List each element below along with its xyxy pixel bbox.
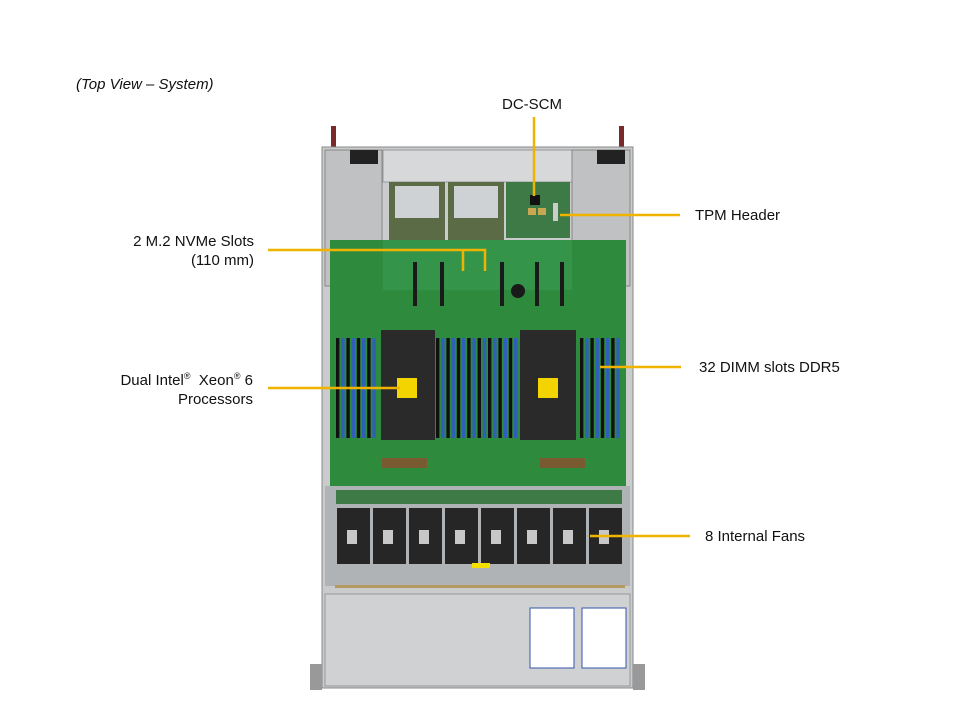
dimm-slot: [508, 338, 513, 438]
callout-dimm-slots: 32 DIMM slots DDR5: [699, 359, 840, 376]
dimm-slot: [611, 338, 615, 438]
fan-label: [347, 530, 357, 544]
front-cover: [324, 593, 631, 687]
rear-handles: [331, 126, 624, 148]
fan-label: [563, 530, 573, 544]
dimm-slot: [472, 338, 476, 438]
dimm-slot: [462, 338, 466, 438]
view-caption: (Top View – System): [76, 76, 214, 93]
dimm-slot: [451, 338, 455, 438]
dimm-slot: [477, 338, 481, 438]
dimm-slot: [441, 338, 445, 438]
callout-line-m2: [268, 248, 487, 271]
callout-tpm-header: TPM Header: [695, 207, 781, 224]
fan-label: [455, 530, 465, 544]
callout-lines: [268, 117, 690, 538]
dimm-slot: [595, 338, 599, 438]
fan-label: [383, 530, 393, 544]
service-label-1: [529, 607, 575, 669]
dimm-slot: [493, 338, 497, 438]
cpu-sockets: [381, 330, 576, 440]
pcie-slots: [413, 262, 564, 306]
callout-internal-fans: 8 Internal Fans: [705, 528, 806, 545]
riser-modules: [389, 182, 504, 240]
dimm-slot: [488, 338, 492, 438]
fan-label: [419, 530, 429, 544]
service-label-2: [581, 607, 627, 669]
dimm-slot: [503, 338, 507, 438]
dimm-slot: [600, 338, 605, 438]
cpu-text-a: Dual Intel: [120, 372, 184, 389]
dimm-slot: [585, 338, 589, 438]
callout-dc-scm: DC-SCM: [502, 96, 562, 113]
callout-m2-slots: 2 M.2 NVMe Slots (110 mm): [133, 232, 254, 270]
dimm-slot: [482, 338, 487, 438]
cpu-text-c: 6: [244, 372, 253, 389]
reg-mark: ®: [233, 371, 241, 381]
dimm-slot: [514, 338, 518, 438]
dimm-slot: [467, 338, 471, 438]
fan-label: [527, 530, 537, 544]
dimm-slot: [498, 338, 502, 438]
dimm-slot: [580, 338, 584, 438]
dimm-slot: [436, 338, 440, 438]
callout-m2-line1: 2 M.2 NVMe Slots: [133, 233, 254, 250]
dimm-slot: [446, 338, 450, 438]
fan-label: [491, 530, 501, 544]
cpu-text-b: Xeon: [198, 372, 234, 389]
reg-mark: ®: [183, 371, 191, 381]
callout-processors: Dual Intel® Xeon® 6 Processors: [120, 371, 253, 409]
cpu-text-line2: Processors: [177, 391, 253, 408]
dimm-slot: [456, 338, 461, 438]
dimm-slot: [590, 338, 594, 438]
callout-m2-line2: (110 mm): [190, 252, 254, 269]
dimm-slot: [616, 338, 620, 438]
dimm-slot: [606, 338, 610, 438]
